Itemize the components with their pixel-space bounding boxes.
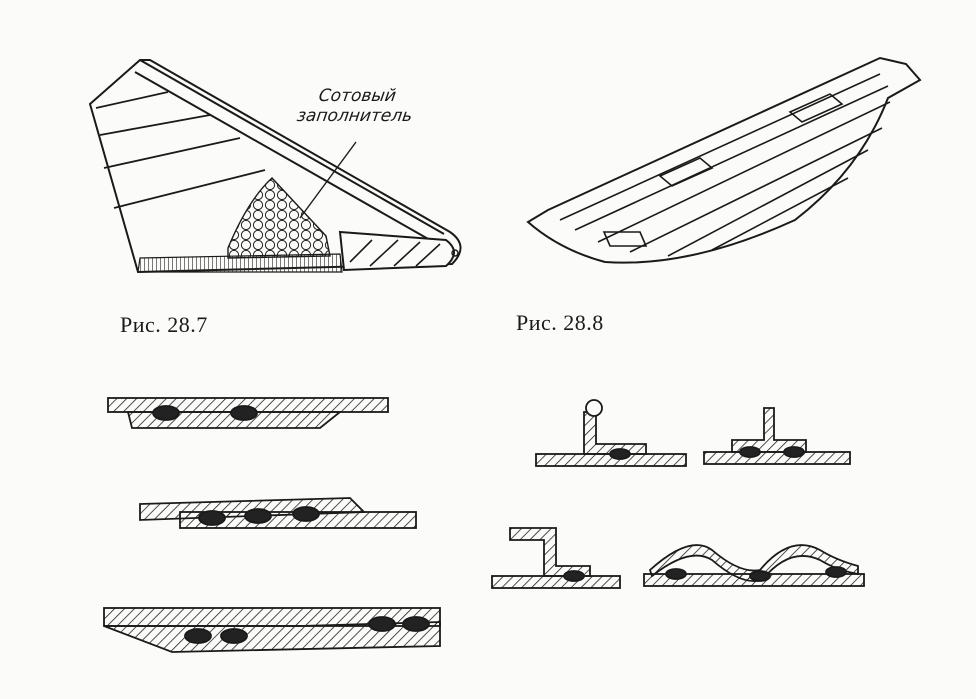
wing-honeycomb-drawing xyxy=(88,59,462,274)
label-line-2: заполнитель xyxy=(295,106,414,126)
stiffened-panel-drawing xyxy=(526,56,922,264)
stiffener-profiles-drawing xyxy=(491,399,865,589)
label-line-1: Сотовый xyxy=(317,86,398,106)
caption-fig-28-8: Рис. 28.8 xyxy=(516,310,604,335)
lap-joints-drawing xyxy=(103,397,441,653)
caption-fig-28-7: Рис. 28.7 xyxy=(120,312,208,337)
honeycomb-filler-label: Сотовый заполнитель xyxy=(283,86,429,126)
